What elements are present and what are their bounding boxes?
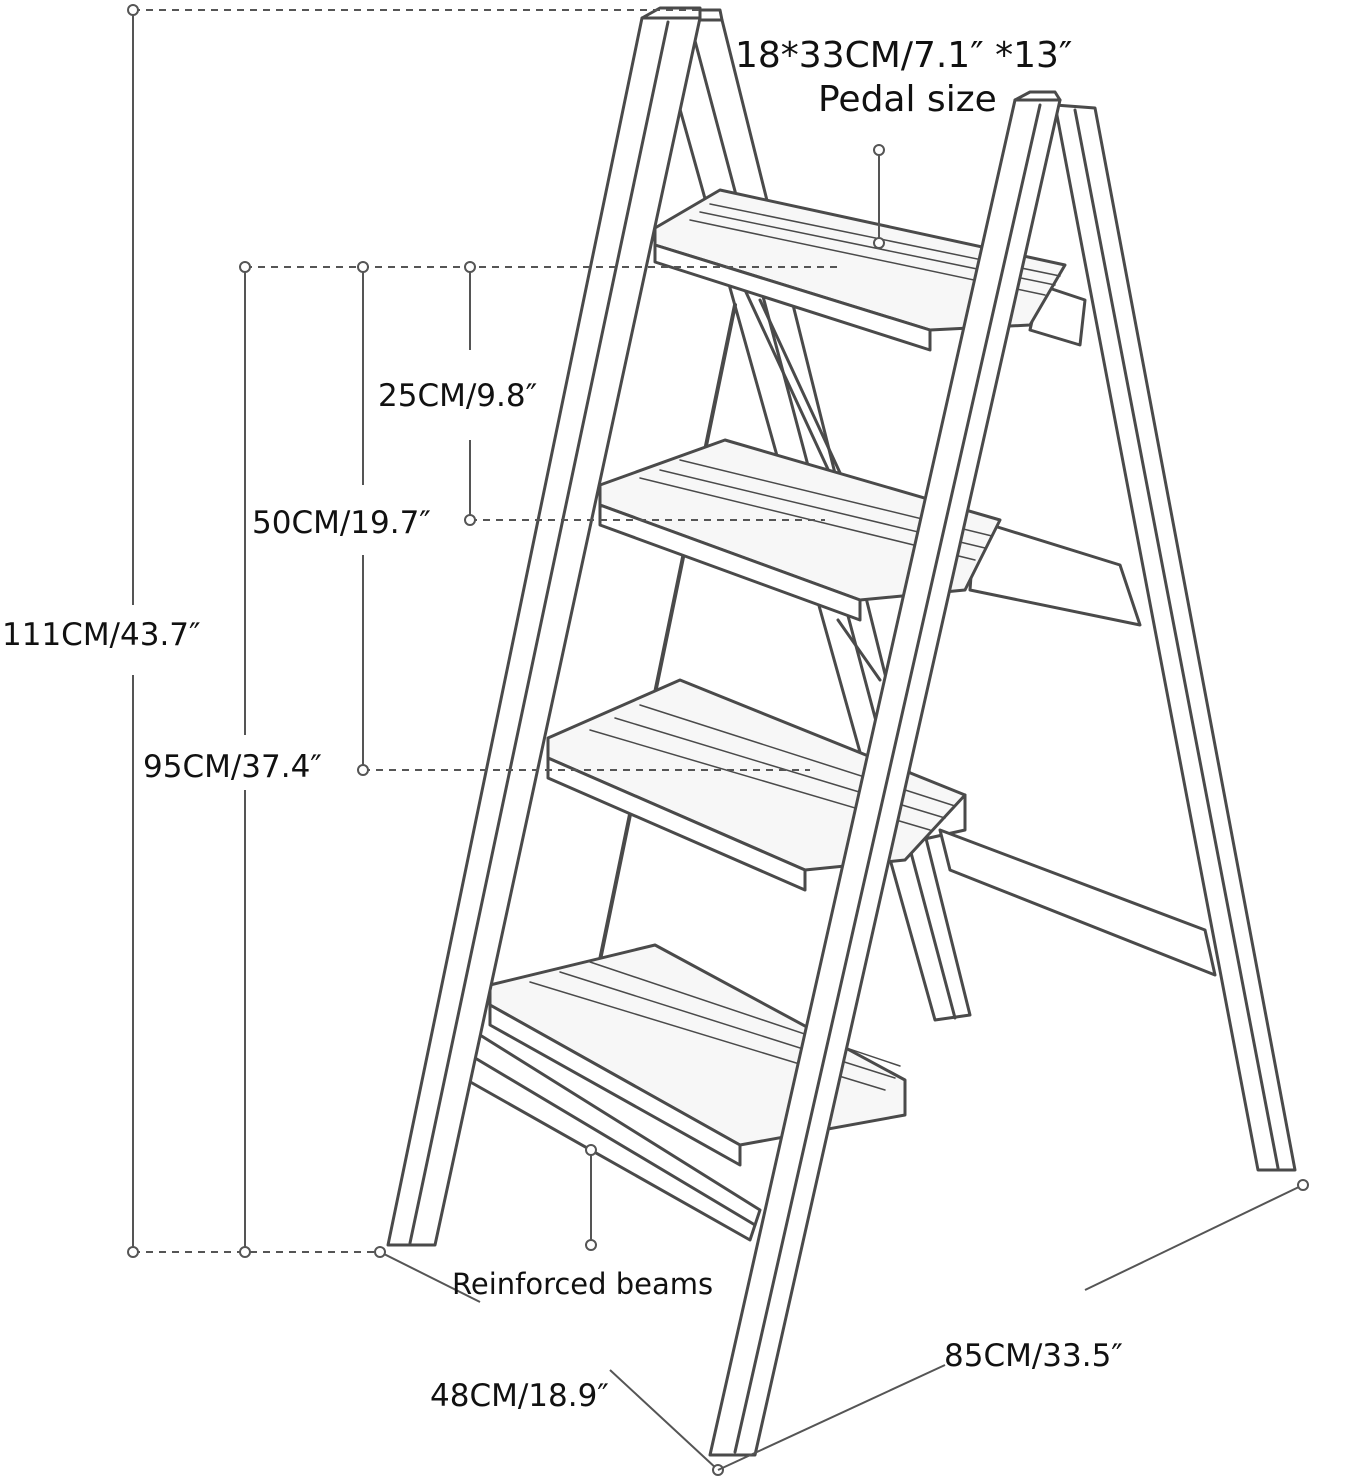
platform-height-label: 95CM/37.4″ (143, 749, 322, 785)
pedal-size-caption: Pedal size (818, 79, 997, 120)
step-spacing-label: 25CM/9.8″ (378, 378, 538, 414)
front-right-rail (708, 90, 1062, 1457)
front-left-rail (386, 6, 702, 1247)
depth-dimension (374, 1246, 724, 1476)
total-height-dimension (127, 4, 700, 1258)
platform-height-dimension (239, 261, 840, 1258)
pedal-pointer (873, 144, 885, 249)
step-spacing-dimension (464, 261, 825, 526)
depth-label: 48CM/18.9″ (430, 1378, 609, 1414)
rear-right-leg (1053, 103, 1297, 1172)
width-label: 85CM/33.5″ (944, 1338, 1123, 1374)
total-height-label: 111CM/43.7″ (2, 617, 201, 653)
reinforced-beams-caption: Reinforced beams (452, 1267, 714, 1301)
beam-pointer (585, 1144, 597, 1251)
two-step-dimension (357, 261, 810, 776)
two-step-height-label: 50CM/19.7″ (252, 505, 431, 541)
pedal-dimensions-label: 18*33CM/7.1″ *13″ (735, 35, 1073, 76)
support-rod (598, 303, 737, 962)
width-dimension (717, 1179, 1309, 1471)
